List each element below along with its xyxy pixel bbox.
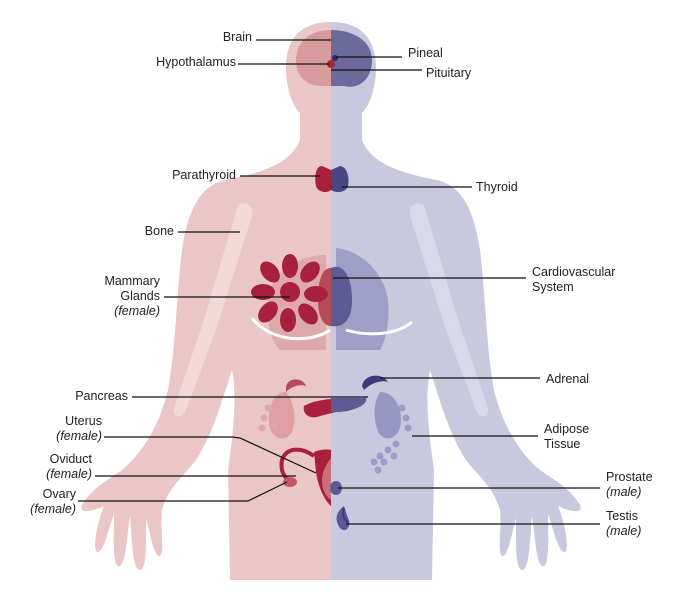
breast-outline-right bbox=[345, 320, 413, 336]
hypothalamus-organ bbox=[327, 60, 335, 68]
ovary-right-ghost bbox=[321, 458, 331, 500]
label-ovary-text: Ovary bbox=[42, 487, 76, 501]
label-ovary-note: (female) bbox=[30, 502, 76, 516]
label-mammary-note: (female) bbox=[114, 304, 160, 318]
adrenal-organ bbox=[362, 375, 388, 390]
label-adipose-line1: Adipose bbox=[544, 422, 590, 436]
label-uterus-note: (female) bbox=[56, 429, 102, 443]
label-pineal: Pineal bbox=[408, 46, 443, 60]
label-prostate-text: Prostate bbox=[606, 470, 653, 484]
label-oviduct-text: Oviduct bbox=[49, 452, 92, 466]
adrenal-left bbox=[286, 379, 306, 392]
label-pituitary: Pituitary bbox=[426, 66, 472, 80]
label-cardio-line2: System bbox=[532, 280, 574, 294]
label-testis-note: (male) bbox=[606, 524, 642, 538]
label-uterus: Uterus (female) bbox=[30, 414, 102, 444]
label-testis: Testis (male) bbox=[606, 509, 641, 539]
lung-right bbox=[336, 248, 389, 350]
testis-duct bbox=[342, 507, 349, 523]
label-bone: Bone bbox=[144, 224, 174, 238]
label-ovary: Ovary (female) bbox=[4, 487, 76, 517]
label-adrenal: Adrenal bbox=[546, 372, 590, 386]
label-parathyroid: Parathyroid bbox=[172, 168, 236, 182]
pineal-organ bbox=[332, 55, 338, 61]
heart-organ bbox=[331, 266, 352, 327]
label-mammary-glands: Mammary Glands (female) bbox=[70, 274, 160, 319]
bone-left bbox=[173, 203, 253, 417]
label-hypothalamus: Hypothalamus bbox=[156, 55, 236, 69]
leader-lines bbox=[78, 39, 600, 525]
label-uterus-text: Uterus bbox=[65, 414, 102, 428]
adipose-dots-left bbox=[258, 404, 278, 432]
label-mammary-line1: Mammary bbox=[104, 274, 160, 288]
label-adipose-tissue: Adipose Tissue bbox=[544, 422, 589, 452]
thyroid-organ bbox=[331, 166, 349, 193]
oviduct-organ bbox=[279, 447, 316, 482]
label-pancreas: Pancreas bbox=[75, 389, 128, 403]
label-prostate: Prostate (male) bbox=[606, 470, 653, 500]
pancreas-organ-right bbox=[331, 398, 367, 412]
breast-outline-left bbox=[250, 317, 331, 341]
label-prostate-note: (male) bbox=[606, 485, 642, 499]
label-testis-text: Testis bbox=[606, 509, 638, 523]
label-cardio-line1: Cardiovascular bbox=[532, 265, 616, 279]
label-cardiovascular-system: Cardiovascular System bbox=[532, 265, 615, 295]
label-mammary-line2: Glands bbox=[120, 289, 160, 303]
ovary-organ bbox=[283, 477, 297, 487]
kidney-right bbox=[374, 392, 402, 439]
label-oviduct-note: (female) bbox=[46, 467, 92, 481]
label-thyroid: Thyroid bbox=[476, 180, 518, 194]
parathyroid-organ bbox=[315, 166, 331, 193]
label-oviduct: Oviduct (female) bbox=[20, 452, 92, 482]
adipose-dots-right bbox=[370, 404, 412, 474]
brain-right bbox=[331, 30, 372, 87]
label-brain: Brain bbox=[222, 30, 252, 44]
mammary-gland bbox=[251, 254, 328, 332]
bone-right bbox=[409, 203, 489, 417]
prostate-organ bbox=[330, 481, 342, 495]
brain-left bbox=[296, 30, 331, 86]
label-adipose-line2: Tissue bbox=[544, 437, 581, 451]
